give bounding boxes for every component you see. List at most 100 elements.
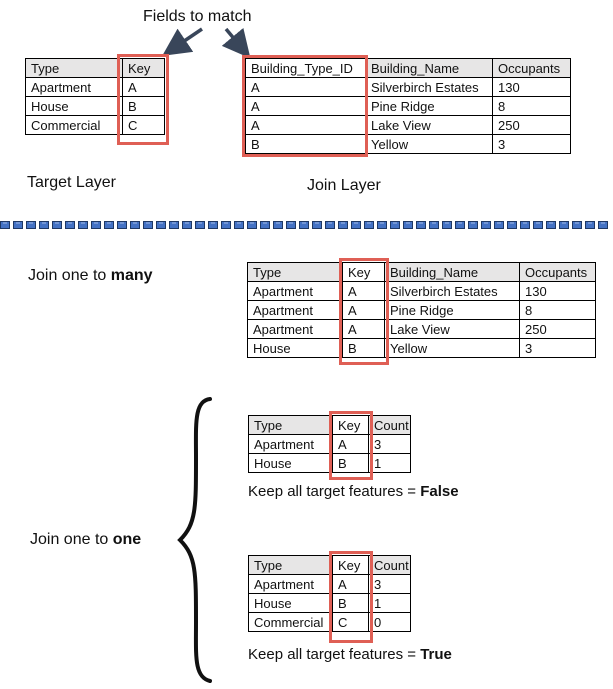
cell: Apartment bbox=[247, 300, 343, 320]
cell: 3 bbox=[368, 574, 411, 594]
cell: 0 bbox=[368, 612, 411, 632]
false-header-key: Key bbox=[332, 415, 369, 435]
cell: 3 bbox=[368, 434, 411, 454]
cell: A bbox=[342, 300, 385, 320]
cell: Lake View bbox=[365, 115, 493, 135]
divider-dash bbox=[195, 221, 205, 229]
cell: B bbox=[122, 96, 165, 116]
divider-dash bbox=[390, 221, 400, 229]
cell: B bbox=[332, 593, 369, 613]
cell: Pine Ridge bbox=[365, 96, 493, 116]
table-row: A Silverbirch Estates 130 bbox=[245, 77, 571, 97]
cell: C bbox=[332, 612, 369, 632]
divider-dash bbox=[78, 221, 88, 229]
fields-to-match-title: Fields to match bbox=[143, 8, 252, 25]
one-to-one-false-table: Type Key Count Apartment A 3 House B 1 bbox=[248, 415, 411, 473]
cell: B bbox=[342, 338, 385, 358]
table-row: Apartment A Silverbirch Estates 130 bbox=[247, 281, 596, 301]
section-divider bbox=[0, 219, 613, 231]
one-to-one-true-table: Type Key Count Apartment A 3 House B 1 C… bbox=[248, 555, 411, 632]
true-header-key: Key bbox=[332, 555, 369, 575]
jm-header-type: Type bbox=[247, 262, 343, 282]
target-header-type: Type bbox=[25, 58, 123, 78]
divider-dash bbox=[234, 221, 244, 229]
divider-dash bbox=[416, 221, 426, 229]
divider-dash bbox=[26, 221, 36, 229]
caption-text: Keep all target features = bbox=[248, 483, 421, 500]
arrow-to-target-key-icon bbox=[162, 27, 203, 56]
cell: Apartment bbox=[25, 77, 123, 97]
join-header-building-type-id: Building_Type_ID bbox=[245, 58, 366, 78]
cell: B bbox=[332, 453, 369, 473]
cell: Silverbirch Estates bbox=[384, 281, 520, 301]
cell: 130 bbox=[519, 281, 596, 301]
divider-dash bbox=[273, 221, 283, 229]
false-caption: Keep all target features = False bbox=[248, 483, 459, 500]
table-row: Apartment A Pine Ridge 8 bbox=[247, 300, 596, 320]
cell: A bbox=[245, 96, 366, 116]
arrow-to-join-key-icon bbox=[221, 27, 251, 59]
divider-dash bbox=[0, 221, 10, 229]
divider-dash bbox=[325, 221, 335, 229]
true-header-count: Count bbox=[368, 555, 411, 575]
divider-dash bbox=[429, 221, 439, 229]
divider-dash bbox=[507, 221, 517, 229]
divider-dash bbox=[546, 221, 556, 229]
table-row: Apartment A 3 bbox=[248, 434, 411, 454]
cell: A bbox=[245, 77, 366, 97]
table-row: Apartment A 3 bbox=[248, 574, 411, 594]
cell: House bbox=[25, 96, 123, 116]
cell: Yellow bbox=[384, 338, 520, 358]
cell: 8 bbox=[519, 300, 596, 320]
divider-dash bbox=[455, 221, 465, 229]
fields-to-match-arrows bbox=[162, 27, 251, 59]
cell: House bbox=[248, 593, 333, 613]
divider-dash bbox=[156, 221, 166, 229]
true-caption: Keep all target features = True bbox=[248, 646, 452, 663]
join-header-building-name: Building_Name bbox=[365, 58, 493, 78]
cell: Commercial bbox=[25, 115, 123, 135]
cell: Lake View bbox=[384, 319, 520, 339]
divider-dash bbox=[299, 221, 309, 229]
target-layer-label: Target Layer bbox=[27, 174, 116, 191]
label-bold-text: many bbox=[110, 267, 153, 284]
cell: A bbox=[332, 574, 369, 594]
join-one-to-many-label: Join one to many bbox=[28, 267, 153, 285]
divider-dash bbox=[52, 221, 62, 229]
divider-dash bbox=[208, 221, 218, 229]
divider-dash bbox=[13, 221, 23, 229]
cell: House bbox=[248, 453, 333, 473]
table-row: A Lake View 250 bbox=[245, 115, 571, 135]
divider-dash bbox=[39, 221, 49, 229]
table-row: House B Yellow 3 bbox=[247, 338, 596, 358]
cell: B bbox=[245, 134, 366, 154]
label-text: Join one to bbox=[30, 531, 113, 548]
divider-dash bbox=[364, 221, 374, 229]
divider-dash bbox=[585, 221, 595, 229]
divider-dash bbox=[260, 221, 270, 229]
curly-brace-icon bbox=[177, 397, 212, 683]
cell: A bbox=[342, 281, 385, 301]
cell: Apartment bbox=[248, 434, 333, 454]
divider-dash bbox=[247, 221, 257, 229]
caption-bold-text: True bbox=[420, 646, 452, 663]
divider-dash bbox=[468, 221, 478, 229]
table-row: A Pine Ridge 8 bbox=[245, 96, 571, 116]
jm-header-building-name: Building_Name bbox=[384, 262, 520, 282]
jm-header-key: Key bbox=[342, 262, 385, 282]
cell: A bbox=[122, 77, 165, 97]
join-layer-label: Join Layer bbox=[307, 177, 381, 194]
divider-dash bbox=[377, 221, 387, 229]
divider-dash bbox=[520, 221, 530, 229]
true-header-type: Type bbox=[248, 555, 333, 575]
divider-dash bbox=[494, 221, 504, 229]
table-row: House B 1 bbox=[248, 453, 411, 473]
divider-dash bbox=[481, 221, 491, 229]
divider-dash bbox=[312, 221, 322, 229]
table-row: House B bbox=[25, 96, 165, 116]
divider-dash bbox=[572, 221, 582, 229]
divider-dash bbox=[403, 221, 413, 229]
join-layer-table: Building_Type_ID Building_Name Occupants… bbox=[245, 58, 571, 154]
divider-dash bbox=[286, 221, 296, 229]
